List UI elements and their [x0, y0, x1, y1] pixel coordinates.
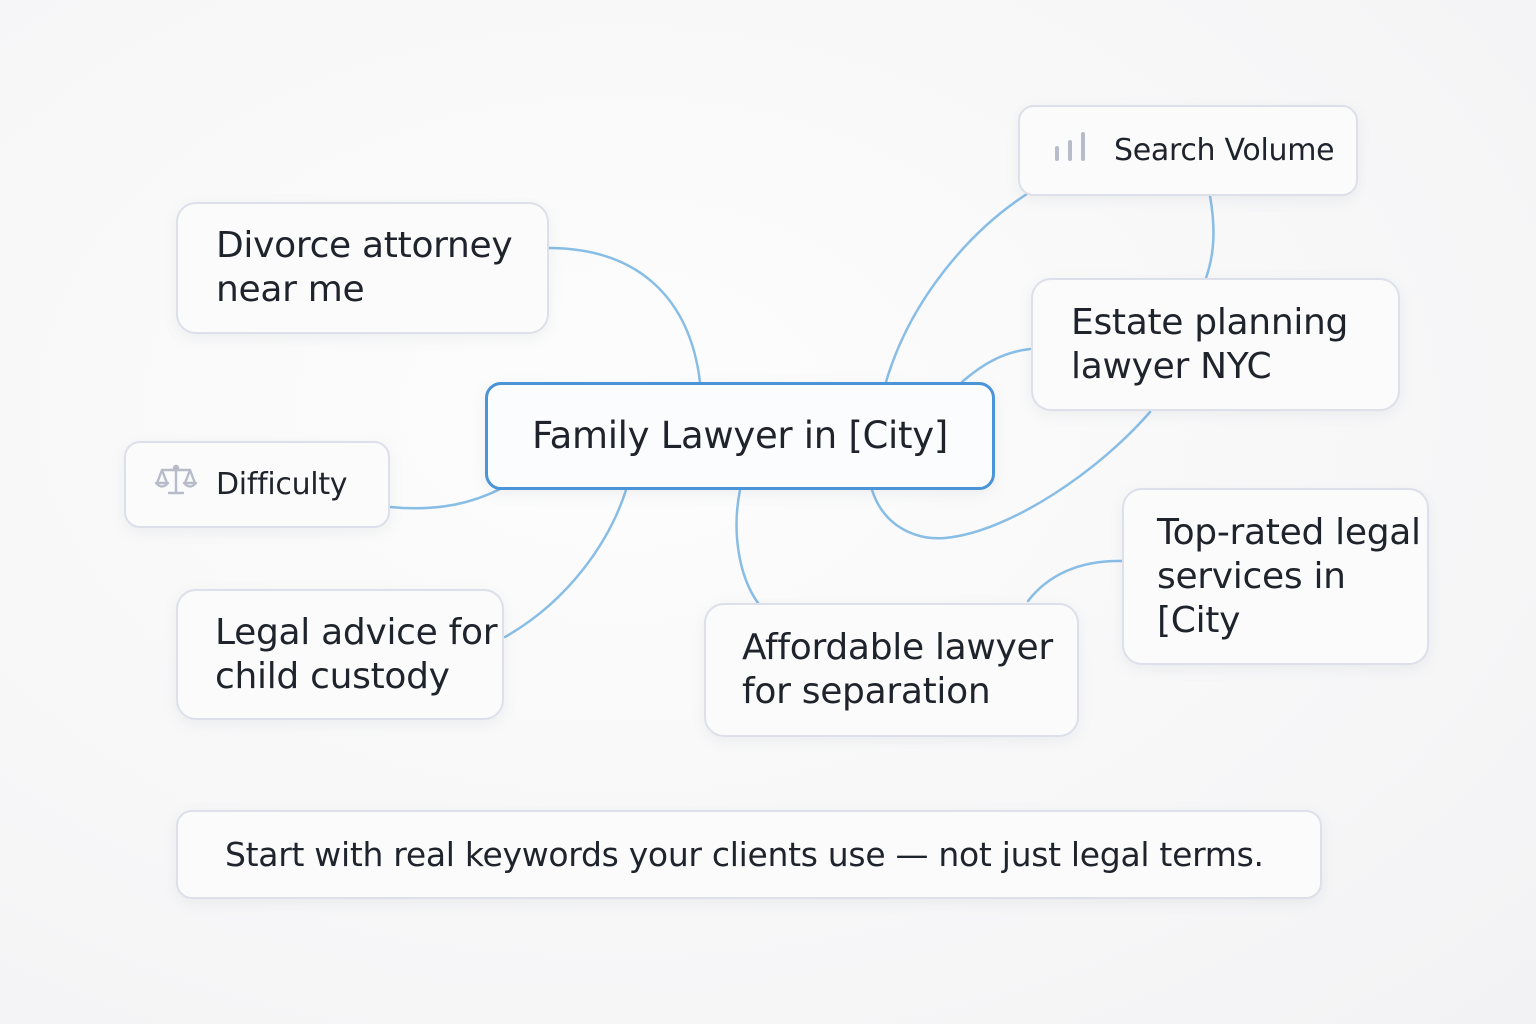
- keyword-node-affordable[interactable]: Affordable lawyer for separation: [704, 603, 1079, 737]
- keyword-node-estate[interactable]: Estate planning lawyer NYC: [1031, 278, 1400, 411]
- metric-label: Search Volume: [1114, 132, 1335, 168]
- keyword-line: Affordable lawyer: [742, 627, 1053, 668]
- keyword-node-top-rated[interactable]: Top-rated legal services in [City: [1122, 488, 1429, 665]
- metric-node-search-volume[interactable]: Search Volume: [1018, 105, 1358, 196]
- central-topic-label: Family Lawyer in [City]: [532, 414, 948, 457]
- connector-search-volume: [884, 190, 1032, 384]
- keyword-node-custody[interactable]: Legal advice for child custody: [176, 589, 504, 720]
- connector-difficulty: [388, 486, 504, 510]
- connector-estate-loop: [870, 410, 1152, 540]
- central-topic-node[interactable]: Family Lawyer in [City]: [485, 382, 995, 490]
- keyword-line: for separation: [742, 671, 991, 712]
- keyword-line: Legal advice for: [215, 611, 498, 653]
- connector-search-volume-estate: [1204, 194, 1215, 280]
- keyword-line: near me: [216, 269, 365, 310]
- metric-node-difficulty[interactable]: Difficulty: [124, 441, 390, 528]
- keyword-line: lawyer NYC: [1071, 345, 1272, 387]
- keyword-line: services in: [1157, 555, 1346, 597]
- metric-label: Difficulty: [216, 466, 348, 502]
- tip-banner: Start with real keywords your clients us…: [176, 810, 1322, 899]
- keyword-line: [City: [1157, 599, 1241, 641]
- connector-estate: [960, 347, 1032, 384]
- connector-affordable: [735, 488, 760, 605]
- connector-custody: [503, 488, 628, 639]
- keyword-node-divorce[interactable]: Divorce attorney near me: [176, 202, 549, 334]
- keyword-line: child custody: [215, 655, 450, 697]
- keyword-line: Divorce attorney: [216, 225, 513, 266]
- tip-text: Start with real keywords your clients us…: [225, 834, 1264, 874]
- scales-icon: [154, 463, 198, 506]
- bar-chart-icon: [1052, 130, 1092, 171]
- connector-divorce: [546, 246, 702, 384]
- connector-top-rated: [1026, 559, 1124, 603]
- keyword-line: Estate planning: [1071, 301, 1349, 343]
- keyword-line: Top-rated legal: [1157, 511, 1421, 553]
